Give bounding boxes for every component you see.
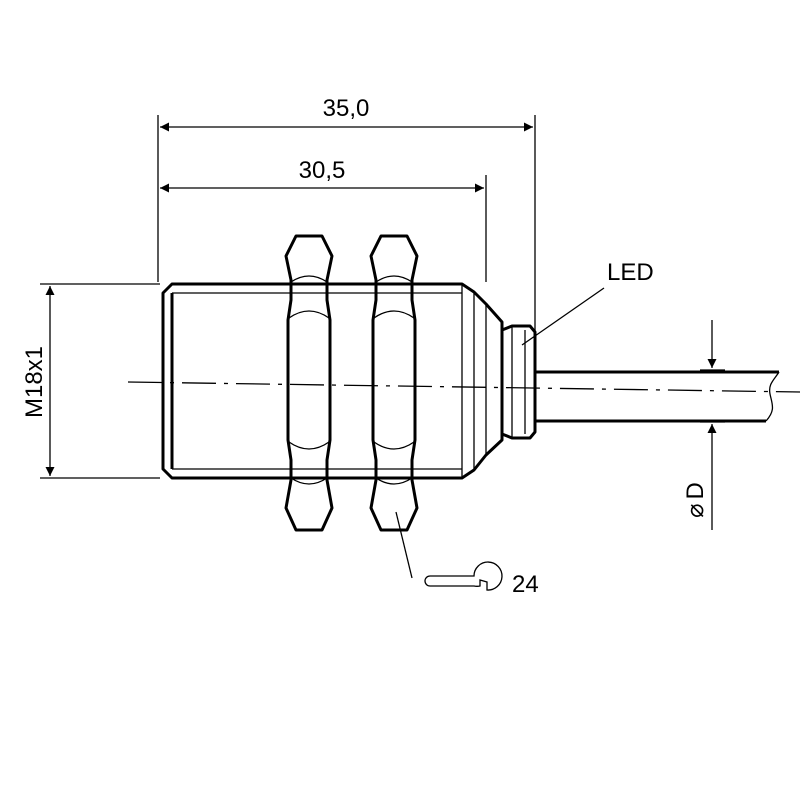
sensor-body	[161, 282, 504, 480]
dimension-thread-diameter: M18x1	[21, 286, 55, 476]
cable	[535, 370, 780, 423]
diameter-letter: D	[682, 482, 709, 499]
led-label: LED	[607, 259, 654, 286]
hex-nut-right	[369, 234, 419, 532]
diameter-symbol: ⌀	[682, 503, 709, 517]
led-callout: LED	[521, 259, 654, 346]
wrench-callout: 24	[395, 511, 539, 598]
dimension-thread-length-label: 30,5	[299, 157, 346, 184]
dimension-cable-diameter: ⌀D	[682, 320, 717, 530]
dimension-overall-length: 35,0	[160, 95, 533, 132]
thread-label: M18x1	[21, 346, 48, 418]
hex-nut-left	[284, 234, 334, 532]
led-cap	[501, 324, 537, 440]
wrench-icon	[424, 561, 503, 591]
cable-diameter-label: ⌀D	[682, 482, 709, 518]
dimension-overall-length-label: 35,0	[323, 95, 370, 122]
wrench-size-label: 24	[512, 571, 539, 598]
extension-lines	[40, 115, 725, 479]
center-axis	[127, 381, 800, 393]
dimension-thread-length: 30,5	[160, 157, 484, 193]
